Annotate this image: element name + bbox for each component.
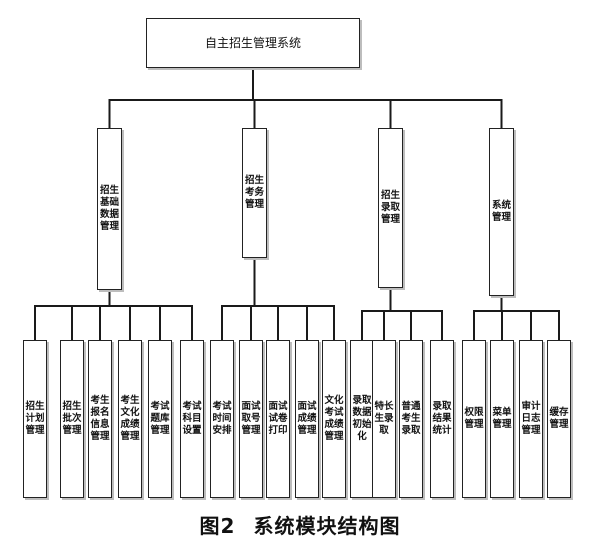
submodule-label: 文化 考试 成绩 管理 (324, 395, 344, 442)
submodule-node: 考试 题库 管理 (148, 340, 172, 498)
submodule-label: 权限 管理 (464, 407, 484, 430)
submodule-node: 录取 结果 统计 (430, 340, 454, 498)
module-node: 招生 考务 管理 (242, 128, 267, 258)
submodule-label: 面试 取号 管理 (241, 401, 261, 436)
submodule-label: 审计 日志 管理 (521, 401, 541, 436)
submodule-label: 录取 数据 初始 化 (352, 395, 372, 442)
caption-number: 图2 (199, 514, 236, 538)
module-node: 系统 管理 (489, 128, 514, 296)
root-node: 自主招生管理系统 (146, 18, 360, 68)
submodule-label: 考生 报名 信息 管理 (90, 395, 110, 442)
module-label: 招生 录取 管理 (380, 190, 400, 225)
submodule-node: 面试 试卷 打印 (266, 340, 290, 498)
submodule-node: 招生 批次 管理 (60, 340, 84, 498)
submodule-node: 审计 日志 管理 (519, 340, 543, 498)
submodule-label: 面试 试卷 打印 (268, 401, 288, 436)
submodule-label: 缓存 管理 (549, 407, 569, 430)
submodule-node: 文化 考试 成绩 管理 (322, 340, 346, 498)
figure-caption: 图2 系统模块结构图 (0, 510, 600, 539)
submodule-node: 面试 成绩 管理 (295, 340, 319, 498)
module-node: 招生 录取 管理 (378, 128, 403, 288)
submodule-node: 考试 科目 设置 (180, 340, 204, 498)
submodule-node: 招生 计划 管理 (23, 340, 47, 498)
module-label: 招生 基础 数据 管理 (99, 185, 119, 232)
submodule-label: 考试 题库 管理 (150, 401, 170, 436)
submodule-label: 面试 成绩 管理 (297, 401, 317, 436)
module-label: 系统 管理 (491, 200, 511, 223)
root-label: 自主招生管理系统 (204, 36, 301, 50)
submodule-node: 考生 文化 成绩 管理 (118, 340, 142, 498)
submodule-node: 权限 管理 (462, 340, 486, 498)
submodule-node: 普通 考生 录取 (399, 340, 423, 498)
submodule-label: 考试 科目 设置 (182, 401, 202, 436)
submodule-label: 招生 计划 管理 (25, 401, 45, 436)
module-node: 招生 基础 数据 管理 (97, 128, 122, 290)
submodule-node: 考试 时间 安排 (210, 340, 234, 498)
submodule-node: 菜单 管理 (490, 340, 514, 498)
submodule-node: 面试 取号 管理 (239, 340, 263, 498)
module-label: 招生 考务 管理 (244, 175, 264, 210)
submodule-label: 考试 时间 安排 (212, 401, 232, 436)
submodule-label: 录取 结果 统计 (432, 401, 452, 436)
submodule-node: 录取 数据 初始 化 (350, 340, 374, 498)
caption-title: 系统模块结构图 (253, 514, 401, 538)
submodule-label: 考生 文化 成绩 管理 (120, 395, 140, 442)
submodule-node: 特长 生录 取 (372, 340, 396, 498)
submodule-label: 特长 生录 取 (374, 401, 394, 436)
submodule-label: 招生 批次 管理 (62, 401, 82, 436)
submodule-node: 缓存 管理 (547, 340, 571, 498)
submodule-label: 菜单 管理 (492, 407, 512, 430)
submodule-label: 普通 考生 录取 (401, 401, 421, 436)
submodule-node: 考生 报名 信息 管理 (88, 340, 112, 498)
